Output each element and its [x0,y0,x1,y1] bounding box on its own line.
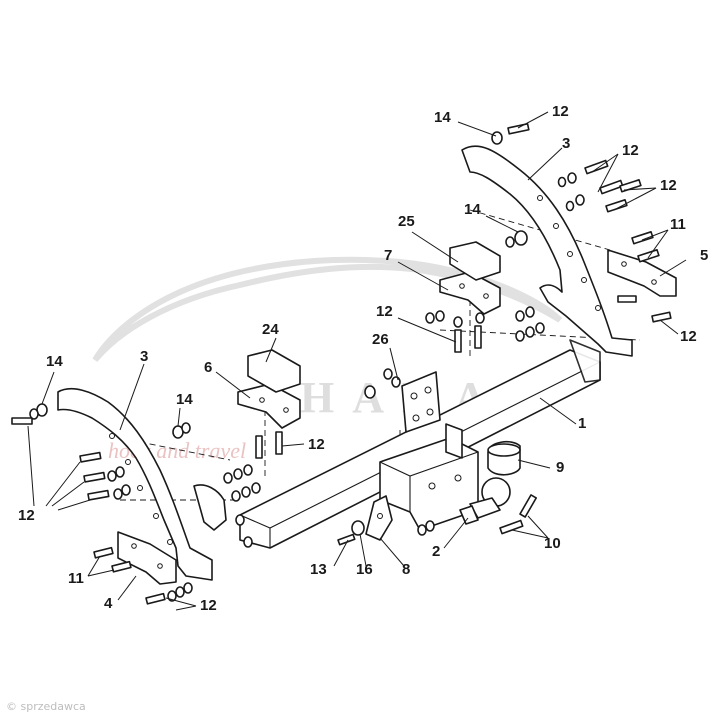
nut-row-left [223,431,283,548]
bolt-cluster-10 [417,494,537,536]
bolt-13-washer-16 [337,520,365,546]
leader-lines [27,111,687,611]
callout-24: 24 [262,321,279,338]
callout-14-top: 14 [434,109,451,126]
callout-11-right: 11 [670,216,686,233]
nut-cluster-26 [364,368,401,399]
callout-12-right-upper: 12 [622,142,639,159]
side-bracket-right [461,145,633,357]
small-bracket-right [607,249,677,297]
callout-2: 2 [432,543,440,560]
callout-3-right: 3 [562,135,570,152]
callout-7: 7 [384,247,392,264]
callout-16: 16 [356,561,373,578]
seller-credit: © sprzedawca [6,700,86,713]
callout-11-left: 11 [68,570,84,587]
callout-5: 5 [700,247,708,264]
nut-row-right [425,306,545,353]
bolt-cluster-11-left [93,546,193,605]
callout-14-right: 14 [464,201,481,218]
callout-3-left: 3 [140,348,148,365]
callout-9: 9 [556,459,564,476]
callout-1: 1 [578,415,586,432]
callout-10: 10 [544,535,561,552]
tow-ball [459,477,511,525]
ball-cover [487,440,521,476]
fasteners [11,123,672,605]
callout-12-left: 12 [18,507,35,524]
callout-6: 6 [204,359,212,376]
callout-12-right-mid: 12 [660,177,677,194]
callout-8: 8 [402,561,410,578]
safety-bracket [365,495,393,541]
hitch-receiver [379,423,479,531]
callout-13: 13 [310,561,327,578]
callout-12-mid-left: 12 [308,436,325,453]
washer-14-right [505,230,528,248]
small-bracket-left [117,531,177,585]
side-bracket-left [57,387,227,581]
callout-14-mid: 14 [176,391,193,408]
callout-12-center: 12 [376,303,393,320]
callout-12-top: 12 [552,103,569,120]
callout-labels: 14 12 3 12 12 14 25 11 7 5 12 12 24 26 1… [18,103,708,614]
callout-14-left: 14 [46,353,63,370]
callout-12-right-lower: 12 [680,328,697,345]
car-silhouette-icon [92,256,563,362]
bolt-cluster-left [11,403,191,501]
mount-plate-left [237,349,301,429]
callout-12-bottom: 12 [200,597,217,614]
callout-25: 25 [398,213,415,230]
mount-plate-right [439,241,501,315]
bolt-cluster-11-right [617,231,672,323]
reinforcement-plate [401,371,441,433]
callout-4: 4 [104,595,113,612]
callout-26: 26 [372,331,389,348]
